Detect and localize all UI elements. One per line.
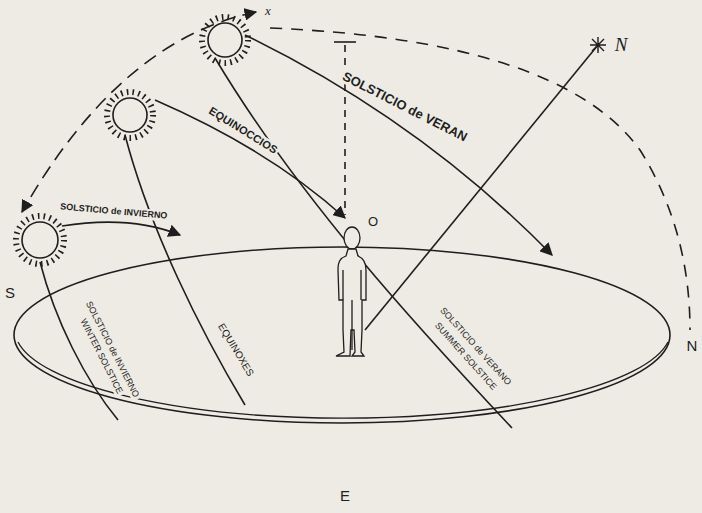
annotation-label: SOLSTICIO de VERAN — [338, 67, 471, 145]
annotation-label: EQUINOXES — [215, 320, 258, 381]
annotation-label: S — [3, 284, 17, 301]
annotation-label: N — [613, 34, 630, 55]
annotation-label: N — [685, 337, 700, 354]
annotation-label: E — [338, 487, 352, 504]
annotation-label: O — [366, 214, 380, 229]
annotation-label: SOLSTICIO de INVIERNO — [58, 201, 170, 222]
annotation-label: x — [263, 3, 273, 18]
